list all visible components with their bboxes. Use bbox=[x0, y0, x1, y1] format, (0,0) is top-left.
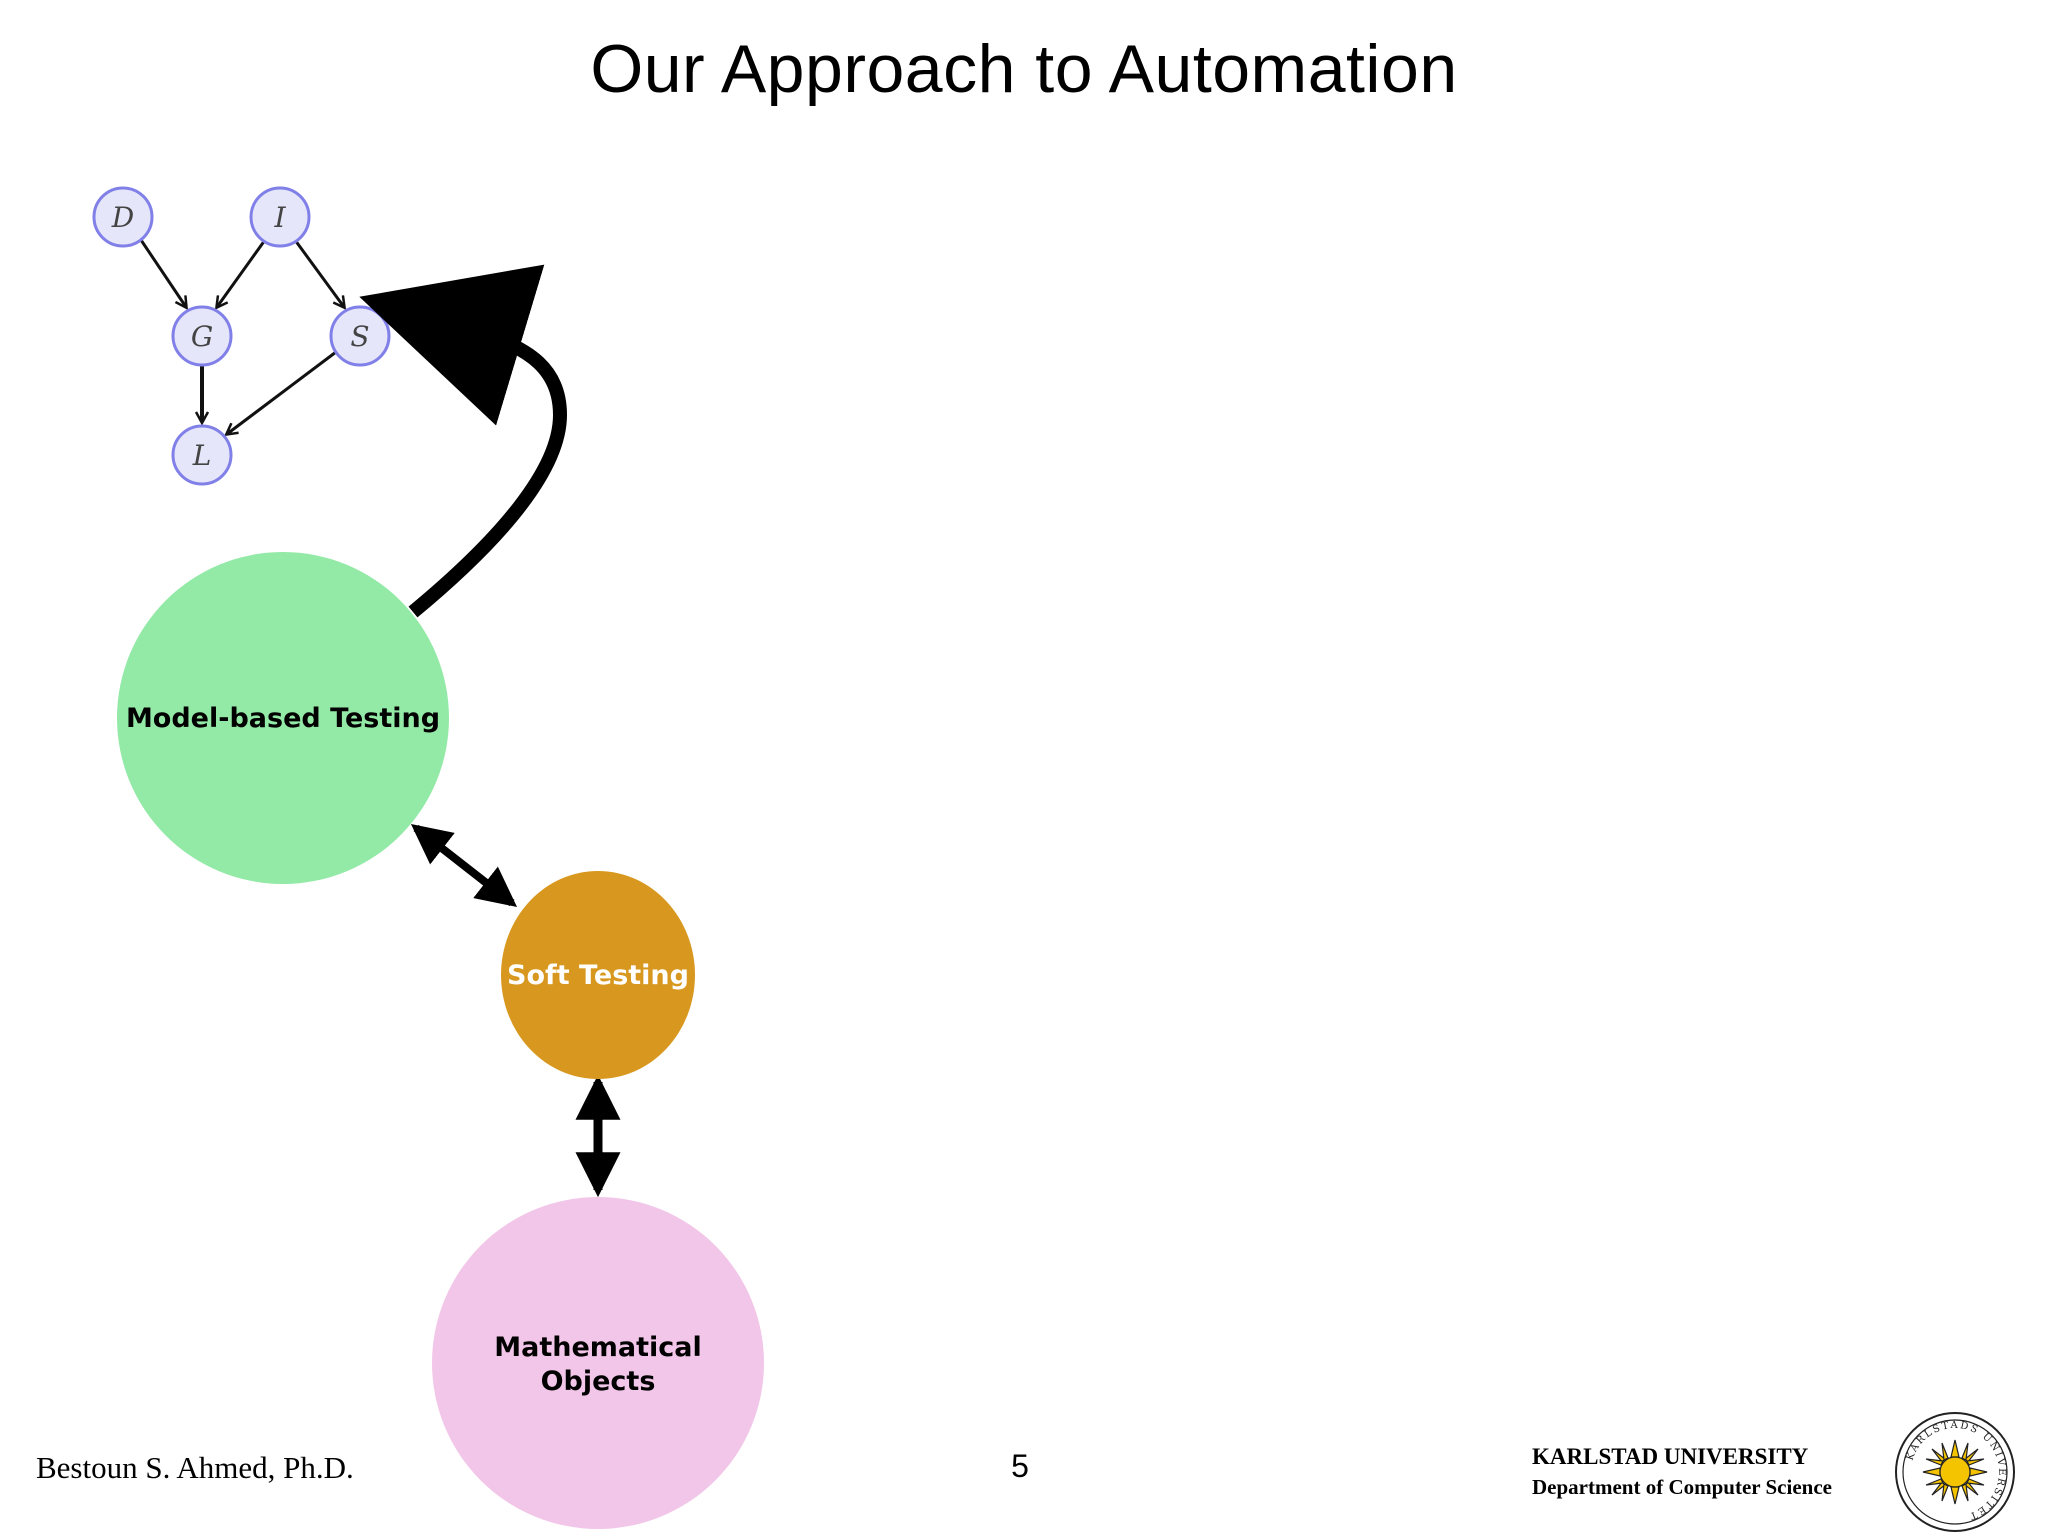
bn-edge-i-s bbox=[293, 239, 344, 307]
bn-node-i: I bbox=[249, 186, 311, 248]
author-name: Bestoun S. Ahmed, Ph.D. bbox=[36, 1450, 354, 1485]
university-block: KARLSTAD UNIVERSITY Department of Comput… bbox=[1532, 1442, 1832, 1502]
bn-node-d: D bbox=[92, 186, 154, 248]
model-based-testing-circle bbox=[117, 552, 449, 884]
university-name: KARLSTAD UNIVERSITY bbox=[1532, 1444, 1809, 1469]
mathematical-objects-label-line2: Objects bbox=[541, 1366, 656, 1397]
page-number: 5 bbox=[1011, 1448, 1029, 1484]
soft-testing-node: Soft Testing bbox=[501, 871, 695, 1079]
bayesian-network: D I G S L bbox=[92, 186, 391, 486]
slide-title: Our Approach to Automation bbox=[590, 31, 1458, 107]
bn-edge-d-g bbox=[139, 239, 186, 307]
bn-node-s: S bbox=[329, 305, 391, 367]
bn-edge-i-g bbox=[217, 239, 267, 307]
bn-node-label: G bbox=[191, 320, 213, 353]
bn-edges bbox=[139, 239, 344, 434]
double-arrow-model-soft bbox=[410, 824, 518, 907]
soft-testing-label: Soft Testing bbox=[507, 960, 689, 991]
sun-rays bbox=[1922, 1439, 1988, 1505]
bn-node-label: D bbox=[111, 201, 134, 234]
mathematical-objects-circle bbox=[432, 1197, 764, 1529]
curved-arrow-to-network bbox=[359, 264, 568, 618]
soft-testing-circle bbox=[501, 871, 695, 1079]
sun-disc bbox=[1939, 1456, 1971, 1488]
model-based-testing-label: Model-based Testing bbox=[126, 703, 440, 734]
model-based-testing-node: Model-based Testing bbox=[117, 552, 449, 884]
university-seal-icon: KARLSTADS UNIVERSITET bbox=[1895, 1412, 2015, 1532]
mathematical-objects-node: Mathematical Objects bbox=[432, 1197, 764, 1529]
bn-node-label: S bbox=[350, 320, 369, 353]
bn-node-g: G bbox=[171, 305, 233, 367]
bn-node-l: L bbox=[171, 424, 233, 486]
mathematical-objects-label-line1: Mathematical bbox=[494, 1332, 702, 1363]
bn-node-label: I bbox=[273, 201, 286, 234]
department-name: Department of Computer Science bbox=[1532, 1475, 1832, 1499]
bn-node-label: L bbox=[192, 439, 212, 472]
bn-edge-s-l bbox=[227, 350, 337, 434]
